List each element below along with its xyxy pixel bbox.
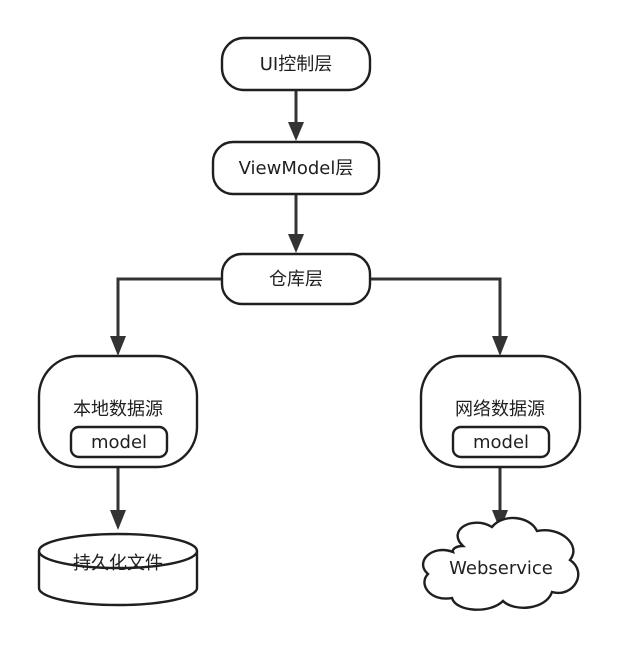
viewmodel-layer-label: ViewModel层 <box>239 158 354 179</box>
ui-layer-box <box>220 36 372 92</box>
persistent-file-node: 持久化文件 <box>37 532 199 607</box>
viewmodel-layer-box <box>211 140 381 196</box>
repository-layer-node: 仓库层 <box>220 252 372 306</box>
local-model-box <box>69 425 169 459</box>
network-source-node: 网络数据源 model <box>419 354 582 469</box>
ui-layer-node: UI控制层 <box>220 36 372 92</box>
arrowhead-local <box>110 336 126 356</box>
ui-layer-label: UI控制层 <box>260 54 332 75</box>
arrowhead-repository <box>288 234 304 253</box>
repository-layer-box <box>220 252 372 306</box>
edge-repository-to-network <box>370 277 502 338</box>
arrowhead-file <box>110 510 126 530</box>
network-source-label: 网络数据源 <box>455 399 545 420</box>
arrowhead-viewmodel <box>288 122 304 141</box>
arrowhead-network <box>492 336 508 356</box>
edge-repository-to-local <box>116 277 222 338</box>
persistent-file-label: 持久化文件 <box>73 553 163 574</box>
local-source-node: 本地数据源 model <box>37 354 199 469</box>
webservice-node: Webservice <box>421 516 580 611</box>
cloud-shape <box>421 516 580 611</box>
cylinder-top <box>37 532 199 570</box>
local-source-label: 本地数据源 <box>73 399 163 420</box>
network-model-label: model <box>473 432 529 453</box>
webservice-label: Webservice <box>449 558 553 579</box>
local-model-label: model <box>91 432 147 453</box>
repository-layer-label: 仓库层 <box>269 269 323 290</box>
viewmodel-layer-node: ViewModel层 <box>211 140 381 196</box>
network-model-box <box>451 425 551 459</box>
